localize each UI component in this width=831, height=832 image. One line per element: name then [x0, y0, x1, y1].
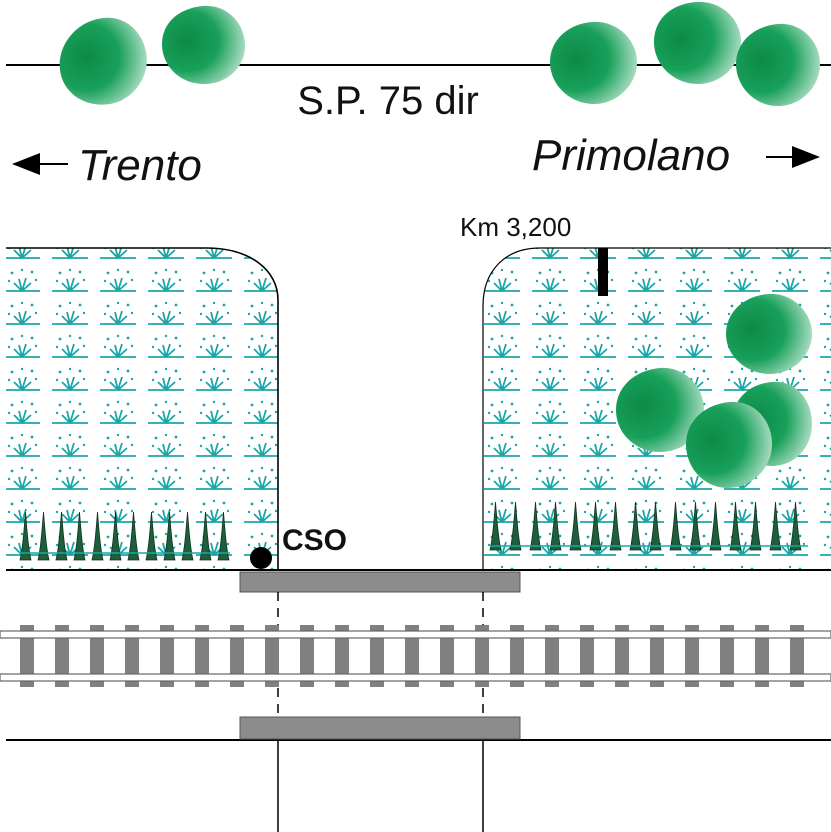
cso-dot	[250, 547, 272, 569]
road-label: S.P. 75 dir	[297, 79, 479, 123]
direction-right: Primolano	[532, 131, 820, 180]
km-marker: Km 3,200	[460, 212, 608, 296]
tree-icon	[59, 17, 147, 105]
tree-icon	[726, 293, 812, 374]
right-arrow-icon	[766, 146, 820, 168]
rail-bottom	[0, 673, 831, 682]
left-arrow-icon	[12, 153, 68, 175]
roadside-trees	[59, 1, 820, 107]
tree-icon	[653, 1, 742, 84]
tree-icon	[616, 367, 704, 452]
hedge-right	[489, 501, 808, 551]
field-trees	[616, 293, 812, 488]
crossing-platform-bottom	[239, 716, 521, 740]
crossing-platform-top	[239, 571, 521, 593]
rail-top	[0, 630, 831, 639]
railway-track	[0, 625, 831, 687]
direction-label-trento: Trento	[78, 141, 202, 190]
direction-left: Trento	[12, 141, 202, 190]
field-left	[6, 247, 279, 570]
tree-icon	[686, 401, 772, 488]
tree-icon	[550, 21, 637, 105]
km-post	[598, 248, 608, 296]
rail-ties	[20, 625, 804, 687]
field-right	[482, 247, 831, 570]
km-marker-label: Km 3,200	[460, 212, 571, 242]
direction-label-primolano: Primolano	[532, 131, 730, 180]
cso-marker: CSO	[250, 524, 347, 569]
hedge-left	[19, 511, 230, 561]
cso-label: CSO	[282, 524, 347, 557]
tree-icon	[162, 5, 246, 84]
tree-icon	[736, 23, 820, 107]
